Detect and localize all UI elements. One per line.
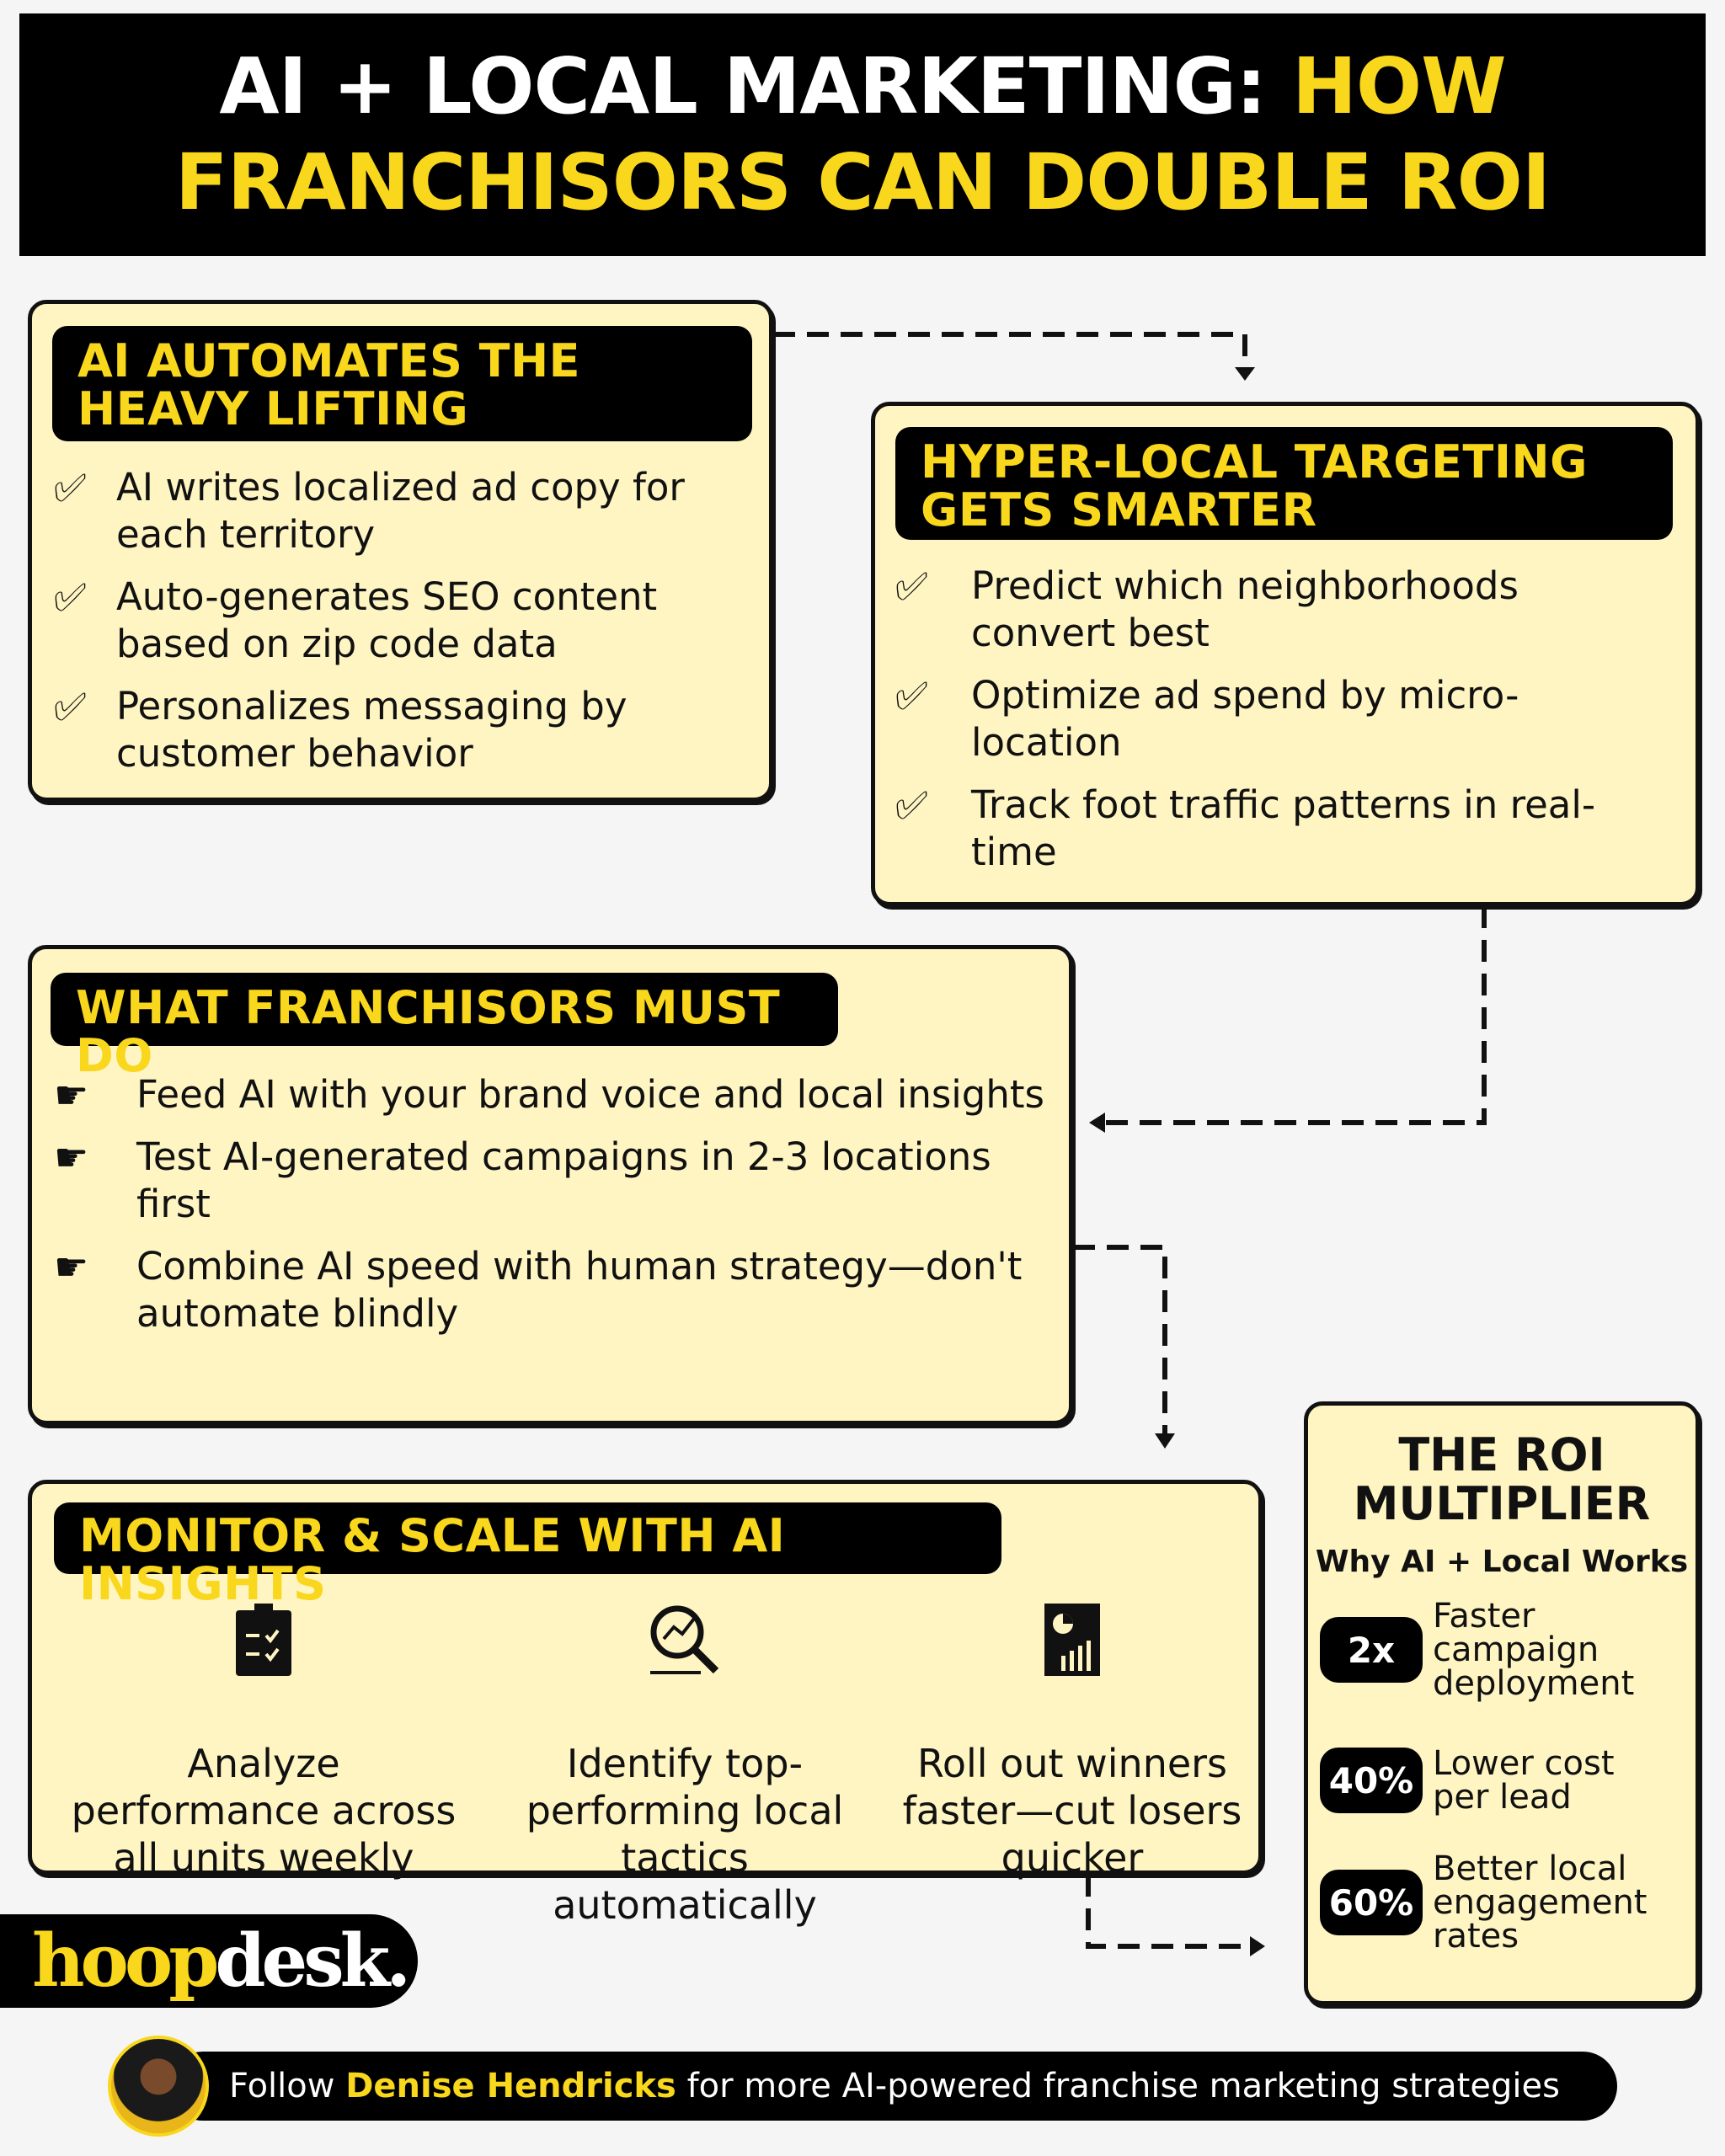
arrow-1-to-2 (773, 332, 1247, 371)
check-circle-icon: ✅︎ (54, 465, 87, 510)
clipboard-check-icon (236, 1604, 291, 1676)
stat-label: Better local engagement rates (1433, 1849, 1648, 1956)
magnifier-chart-icon (650, 1605, 719, 1674)
check-circle-icon: ✅︎ (895, 673, 928, 718)
stat-badge: 2x (1320, 1617, 1423, 1683)
insight-text: Analyze performance across all units wee… (71, 1741, 457, 1881)
insight-column: Analyze performance across all units wee… (66, 1602, 462, 1881)
pointing-hand-icon: ☛ (54, 1134, 89, 1180)
check-circle-icon: ✅︎ (54, 684, 87, 729)
card-monitor-scale: MONITOR & SCALE WITH AI INSIGHTS Analyze… (28, 1480, 1263, 1928)
list-item: ✅︎Predict which neighborhoods convert be… (895, 563, 1519, 655)
check-circle-icon: ✅︎ (895, 782, 928, 828)
check-circle-icon: ✅︎ (895, 563, 928, 609)
arrow-4-to-5 (1086, 1875, 1251, 1949)
card-heading: AI AUTOMATES THE HEAVY LIFTING (52, 326, 752, 441)
roi-heading: THE ROI MULTIPLIER (1353, 1428, 1651, 1530)
header-banner: AI + LOCAL MARKETING: HOW FRANCHISORS CA… (19, 13, 1706, 256)
stat-label: Lower cost per lead (1433, 1744, 1615, 1817)
card-roi-multiplier: THE ROI MULTIPLIER Why AI + Local Works … (1304, 1401, 1700, 2005)
author-name: Denise Hendricks (345, 2067, 676, 2105)
card-hyper-local: HYPER-LOCAL TARGETING GETS SMARTER ✅︎Pre… (871, 402, 1700, 906)
insight-column: Identify top-performing local tactics au… (487, 1602, 883, 1929)
stat-label: Faster campaign deployment (1433, 1597, 1635, 1703)
report-chart-icon (1044, 1604, 1100, 1676)
card-ai-automates: AI AUTOMATES THE HEAVY LIFTING ✅︎AI writ… (28, 300, 773, 802)
title-line-1: AI + LOCAL MARKETING: HOW (219, 41, 1506, 131)
list-item: ✅︎Track foot traffic patterns in real-ti… (895, 782, 1596, 874)
check-circle-icon: ✅︎ (54, 574, 87, 620)
list-item: ☛Feed AI with your brand voice and local… (54, 1072, 1044, 1118)
roi-stat: 40%Lower cost per lead (1320, 1747, 1677, 1814)
insight-text: Identify top-performing local tactics au… (526, 1741, 844, 1928)
card-heading: WHAT FRANCHISORS MUST DO (51, 973, 838, 1080)
insight-column: Roll out winners faster—cut losers quick… (874, 1602, 1270, 1881)
card-heading: HYPER-LOCAL TARGETING GETS SMARTER (895, 427, 1673, 540)
avatar[interactable] (108, 2036, 209, 2137)
arrow-2-to-3 (1103, 906, 1487, 1125)
follow-banner[interactable]: Follow Denise Hendricks for more AI-powe… (168, 2052, 1617, 2121)
arrow-3-to-4 (1073, 1245, 1167, 1436)
list-item: ✅︎Optimize ad spend by micro-location (895, 673, 1519, 765)
pointing-hand-icon: ☛ (54, 1072, 89, 1118)
card-heading: MONITOR & SCALE WITH AI INSIGHTS (54, 1502, 1001, 1608)
title-line-2: FRANCHISORS CAN DOUBLE ROI (174, 137, 1551, 227)
stat-badge: 40% (1320, 1748, 1423, 1813)
list-item: ✅︎Auto-generates SEO content based on zi… (54, 574, 658, 666)
stat-badge: 60% (1320, 1870, 1423, 1935)
list-item: ✅︎Personalizes messaging by customer beh… (54, 684, 628, 776)
card-franchisors-must-do: WHAT FRANCHISORS MUST DO ☛Feed AI with y… (28, 945, 1073, 1425)
roi-stat: 60%Better local engagement rates (1320, 1852, 1677, 1953)
insight-text: Roll out winners faster—cut losers quick… (902, 1741, 1242, 1881)
pointing-hand-icon: ☛ (54, 1244, 89, 1289)
roi-subheading: Why AI + Local Works (1315, 1545, 1689, 1579)
list-item: ☛Test AI-generated campaigns in 2-3 loca… (54, 1134, 991, 1226)
list-item: ✅︎AI writes localized ad copy for each t… (54, 465, 685, 557)
list-item: ☛Combine AI speed with human strategy—do… (54, 1244, 1023, 1336)
